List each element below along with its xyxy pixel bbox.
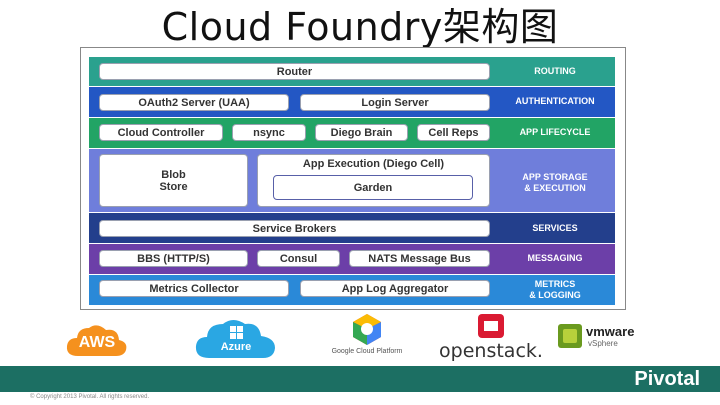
diego-brain-box: Diego Brain xyxy=(315,124,408,141)
vsphere-label: vSphere xyxy=(588,339,618,348)
copyright-text: © Copyright 2013 Pivotal. All rights res… xyxy=(30,394,150,400)
vsphere-icon xyxy=(558,324,582,348)
openstack-icon xyxy=(478,314,504,338)
garden-box: Garden xyxy=(273,175,473,200)
openstack-label: openstack. xyxy=(439,340,543,362)
blob-store-label-1: Blob xyxy=(161,168,186,181)
label-app-storage-2: & EXECUTION xyxy=(524,183,586,193)
aws-cloud-icon xyxy=(66,325,127,356)
cell-reps-box: Cell Reps xyxy=(417,124,490,141)
label-messaging: MESSAGING xyxy=(527,253,583,263)
slide-title: Cloud Foundry架构图 xyxy=(161,5,559,49)
gcp-label: Google Cloud Platform xyxy=(331,348,403,355)
label-metrics-2: & LOGGING xyxy=(529,290,581,300)
blob-store-box: Blob Store xyxy=(99,154,248,207)
aws-logo: AWS xyxy=(64,318,130,360)
openstack-logo: openstack. xyxy=(436,312,546,362)
label-app-lifecycle: APP LIFECYCLE xyxy=(519,127,591,137)
pivotal-logo: Pivotal xyxy=(634,368,700,390)
metrics-collector-box: Metrics Collector xyxy=(99,280,289,297)
consul-box: Consul xyxy=(257,250,340,267)
label-metrics-1: METRICS xyxy=(534,279,576,289)
uaa-box: OAuth2 Server (UAA) xyxy=(99,94,289,111)
nsync-box: nsync xyxy=(232,124,306,141)
nats-box: NATS Message Bus xyxy=(349,250,490,267)
vmware-logo: vmware vSphere xyxy=(556,322,642,352)
vmware-label: vmware xyxy=(586,324,635,339)
router-box: Router xyxy=(99,63,490,80)
app-execution-label: App Execution (Diego Cell) xyxy=(302,158,445,170)
label-app-storage-1: APP STORAGE xyxy=(522,172,588,182)
log-aggregator-box: App Log Aggregator xyxy=(300,280,490,297)
label-routing: ROUTING xyxy=(534,66,576,76)
bbs-box: BBS (HTTP/S) xyxy=(99,250,248,267)
aws-label: AWS xyxy=(78,334,116,351)
azure-label: Azure xyxy=(220,341,252,353)
label-services: SERVICES xyxy=(532,223,578,233)
gcp-hexagon-icon xyxy=(353,314,381,345)
login-server-box: Login Server xyxy=(300,94,490,111)
azure-logo: Azure xyxy=(193,314,279,360)
blob-store-label-2: Store xyxy=(159,180,188,193)
azure-cloud-icon xyxy=(195,320,275,358)
service-brokers-box: Service Brokers xyxy=(99,220,490,237)
label-authentication: AUTHENTICATION xyxy=(515,96,595,106)
footer-bar xyxy=(0,366,720,392)
cloud-controller-box: Cloud Controller xyxy=(99,124,223,141)
gcp-logo: Google Cloud Platform xyxy=(322,312,412,360)
